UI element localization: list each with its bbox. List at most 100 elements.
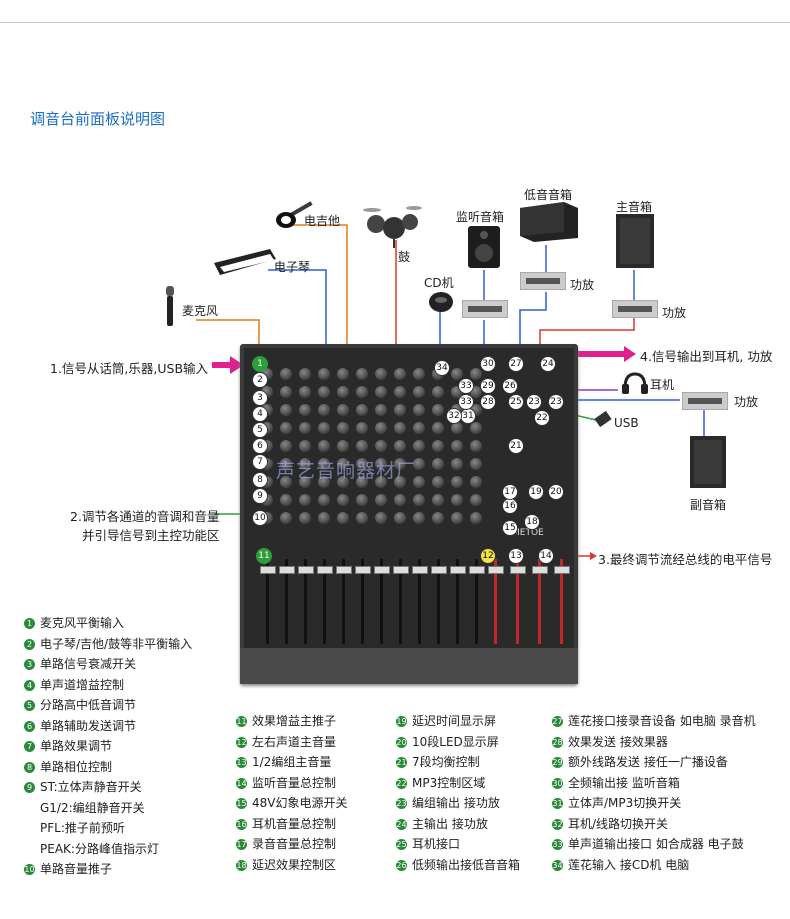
channel-knob[interactable] [299, 368, 311, 380]
channel-knob[interactable] [299, 458, 311, 470]
channel-fader[interactable] [298, 566, 314, 574]
channel-knob[interactable] [413, 440, 425, 452]
channel-knob[interactable] [432, 512, 444, 524]
channel-fader[interactable] [450, 566, 466, 574]
channel-knob[interactable] [280, 476, 292, 488]
channel-knob[interactable] [280, 386, 292, 398]
channel-knob[interactable] [451, 368, 463, 380]
channel-knob[interactable] [318, 494, 330, 506]
channel-knob[interactable] [356, 368, 368, 380]
channel-knob[interactable] [318, 404, 330, 416]
channel-knob[interactable] [280, 404, 292, 416]
channel-knob[interactable] [451, 440, 463, 452]
channel-knob[interactable] [375, 512, 387, 524]
channel-knob[interactable] [280, 494, 292, 506]
channel-knob[interactable] [413, 422, 425, 434]
channel-knob[interactable] [356, 512, 368, 524]
channel-knob[interactable] [356, 458, 368, 470]
channel-knob[interactable] [413, 476, 425, 488]
channel-knob[interactable] [356, 476, 368, 488]
channel-knob[interactable] [394, 476, 406, 488]
channel-fader[interactable] [336, 566, 352, 574]
channel-knob[interactable] [337, 404, 349, 416]
channel-knob[interactable] [394, 494, 406, 506]
channel-knob[interactable] [337, 386, 349, 398]
channel-knob[interactable] [375, 422, 387, 434]
channel-knob[interactable] [432, 458, 444, 470]
channel-knob[interactable] [432, 476, 444, 488]
channel-knob[interactable] [299, 494, 311, 506]
channel-knob[interactable] [470, 422, 482, 434]
channel-knob[interactable] [470, 494, 482, 506]
channel-knob[interactable] [470, 440, 482, 452]
channel-knob[interactable] [337, 494, 349, 506]
channel-knob[interactable] [470, 512, 482, 524]
channel-knob[interactable] [451, 494, 463, 506]
channel-knob[interactable] [299, 476, 311, 488]
channel-knob[interactable] [432, 386, 444, 398]
channel-knob[interactable] [413, 368, 425, 380]
channel-knob[interactable] [280, 440, 292, 452]
channel-knob[interactable] [451, 512, 463, 524]
channel-knob[interactable] [470, 458, 482, 470]
channel-knob[interactable] [394, 368, 406, 380]
channel-knob[interactable] [318, 512, 330, 524]
channel-fader[interactable] [412, 566, 428, 574]
channel-knob[interactable] [470, 368, 482, 380]
channel-knob[interactable] [318, 440, 330, 452]
master-fader[interactable] [532, 566, 548, 574]
channel-knob[interactable] [375, 386, 387, 398]
channel-knob[interactable] [413, 404, 425, 416]
channel-knob[interactable] [299, 386, 311, 398]
channel-knob[interactable] [394, 386, 406, 398]
channel-knob[interactable] [394, 422, 406, 434]
channel-fader[interactable] [431, 566, 447, 574]
channel-knob[interactable] [394, 512, 406, 524]
master-fader[interactable] [510, 566, 526, 574]
channel-knob[interactable] [375, 440, 387, 452]
channel-knob[interactable] [375, 476, 387, 488]
channel-knob[interactable] [337, 476, 349, 488]
channel-knob[interactable] [337, 368, 349, 380]
channel-knob[interactable] [280, 368, 292, 380]
channel-fader[interactable] [374, 566, 390, 574]
channel-fader[interactable] [469, 566, 485, 574]
channel-knob[interactable] [432, 494, 444, 506]
channel-fader[interactable] [260, 566, 276, 574]
channel-knob[interactable] [394, 458, 406, 470]
channel-fader[interactable] [393, 566, 409, 574]
channel-knob[interactable] [432, 422, 444, 434]
channel-knob[interactable] [318, 386, 330, 398]
channel-knob[interactable] [318, 476, 330, 488]
channel-knob[interactable] [356, 440, 368, 452]
channel-knob[interactable] [318, 458, 330, 470]
channel-knob[interactable] [280, 422, 292, 434]
master-fader[interactable] [554, 566, 570, 574]
channel-knob[interactable] [375, 458, 387, 470]
channel-knob[interactable] [318, 422, 330, 434]
channel-knob[interactable] [375, 368, 387, 380]
channel-knob[interactable] [356, 404, 368, 416]
channel-knob[interactable] [375, 404, 387, 416]
channel-knob[interactable] [375, 494, 387, 506]
channel-knob[interactable] [394, 404, 406, 416]
channel-fader[interactable] [355, 566, 371, 574]
channel-knob[interactable] [299, 422, 311, 434]
channel-knob[interactable] [394, 440, 406, 452]
channel-knob[interactable] [299, 404, 311, 416]
channel-knob[interactable] [318, 368, 330, 380]
channel-knob[interactable] [299, 440, 311, 452]
channel-knob[interactable] [337, 422, 349, 434]
channel-knob[interactable] [299, 512, 311, 524]
channel-knob[interactable] [451, 458, 463, 470]
channel-knob[interactable] [356, 386, 368, 398]
channel-knob[interactable] [413, 458, 425, 470]
channel-knob[interactable] [280, 512, 292, 524]
channel-knob[interactable] [413, 386, 425, 398]
channel-knob[interactable] [432, 404, 444, 416]
channel-knob[interactable] [337, 458, 349, 470]
channel-knob[interactable] [413, 512, 425, 524]
channel-knob[interactable] [470, 476, 482, 488]
channel-knob[interactable] [280, 458, 292, 470]
master-fader[interactable] [488, 566, 504, 574]
